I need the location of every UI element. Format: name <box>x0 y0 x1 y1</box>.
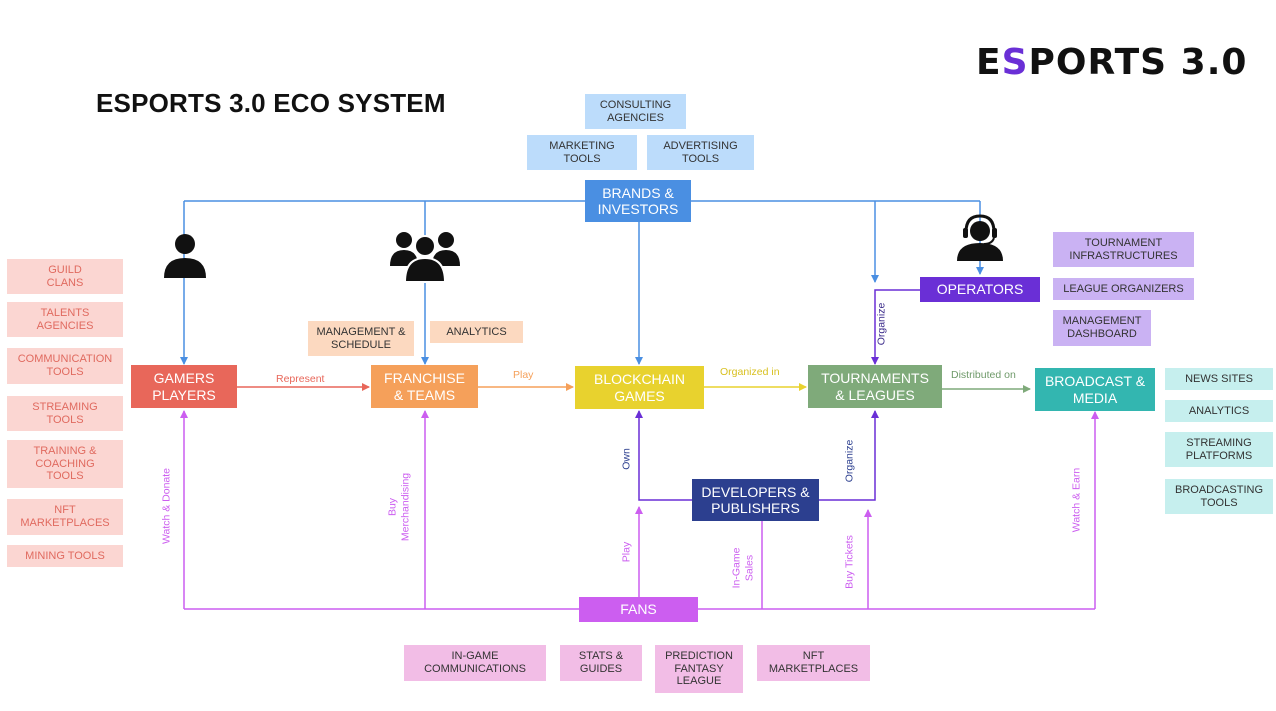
fan-item: NFT MARKETPLACES <box>757 645 870 681</box>
broadcast-item: BROADCASTING TOOLS <box>1165 479 1273 514</box>
tournaments-leagues-node: TOURNAMENTS & LEAGUES <box>808 365 942 408</box>
gamers-players-node: GAMERS PLAYERS <box>131 365 237 408</box>
broadcast-item: STREAMING PLATFORMS <box>1165 432 1273 467</box>
organize-operators-label: Organize <box>875 302 888 346</box>
esports-logo: ESPORTS 3.0 <box>976 42 1247 83</box>
organized-in-label: Organized in <box>720 366 780 378</box>
buy-tickets-label: Buy Tickets <box>843 535 856 589</box>
gamer-item: NFT MARKETPLACES <box>7 499 123 535</box>
fans-node: FANS <box>579 597 698 622</box>
franchise-analytics-box: ANALYTICS <box>430 321 523 343</box>
distributed-on-label: Distributed on <box>951 369 1016 381</box>
operator-item: TOURNAMENT INFRASTRUCTURES <box>1053 232 1194 267</box>
buy-merchandising-label: Buy Merchandising <box>386 472 411 542</box>
in-game-sales-label: In-Game Sales <box>730 547 755 589</box>
fan-item: STATS & GUIDES <box>560 645 642 681</box>
watch-earn-label: Watch & Earn <box>1070 467 1083 533</box>
fan-item: PREDICTION FANTASY LEAGUE <box>655 645 743 693</box>
logo-suffix: PORTS 3.0 <box>1028 42 1248 83</box>
represent-label: Represent <box>276 373 325 385</box>
operators-node: OPERATORS <box>920 277 1040 302</box>
operator-item: MANAGEMENT DASHBOARD <box>1053 310 1151 346</box>
gamer-item: MINING TOOLS <box>7 545 123 567</box>
broadcast-item: NEWS SITES <box>1165 368 1273 390</box>
fan-item: IN-GAME COMMUNICATIONS <box>404 645 546 681</box>
diagram-title: ESPORTS 3.0 ECO SYSTEM <box>96 88 446 118</box>
logo-accent: S <box>1001 42 1029 83</box>
broadcast-media-node: BROADCAST & MEDIA <box>1035 368 1155 411</box>
own-label: Own <box>620 448 633 470</box>
watch-donate-label: Watch & Donate <box>160 467 173 545</box>
team-group-icon <box>390 232 460 283</box>
marketing-tools-box: MARKETING TOOLS <box>527 135 637 170</box>
operator-headset-icon <box>957 214 1003 261</box>
gamer-item: STREAMING TOOLS <box>7 396 123 431</box>
developers-publishers-node: DEVELOPERS & PUBLISHERS <box>692 479 819 521</box>
gamer-item: GUILD CLANS <box>7 259 123 294</box>
blockchain-games-node: BLOCKCHAIN GAMES <box>575 366 704 409</box>
gamer-item: TRAINING & COACHING TOOLS <box>7 440 123 488</box>
gamer-item: TALENTS AGENCIES <box>7 302 123 337</box>
play-label: Play <box>513 369 534 381</box>
brands-investors-node: BRANDS & INVESTORS <box>585 180 691 222</box>
advertising-tools-box: ADVERTISING TOOLS <box>647 135 754 170</box>
gamer-person-icon <box>164 234 206 278</box>
management-schedule-box: MANAGEMENT & SCHEDULE <box>308 321 414 356</box>
operator-item: LEAGUE ORGANIZERS <box>1053 278 1194 300</box>
consulting-agencies-box: CONSULTING AGENCIES <box>585 94 686 129</box>
franchise-teams-node: FRANCHISE & TEAMS <box>371 365 478 408</box>
fan-play-label: Play <box>620 541 633 563</box>
broadcast-item: ANALYTICS <box>1165 400 1273 422</box>
organize-developers-label: Organize <box>843 439 856 483</box>
logo-prefix: E <box>976 42 1002 83</box>
gamer-item: COMMUNICATION TOOLS <box>7 348 123 384</box>
